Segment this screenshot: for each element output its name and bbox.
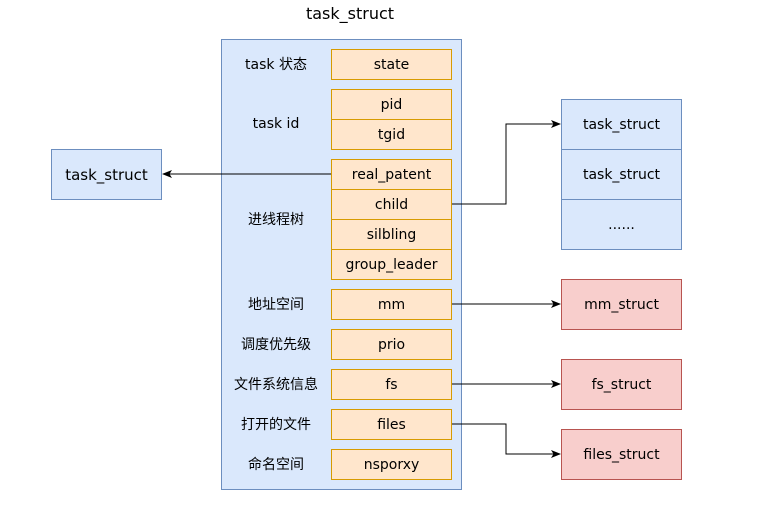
field-child: child <box>331 189 452 220</box>
files-struct-box: files_struct <box>561 429 682 480</box>
label-task-id: task id <box>252 116 300 132</box>
label-fs-info: 文件系统信息 <box>234 377 318 393</box>
child-task-struct-1: task_struct <box>561 99 682 150</box>
field-mm: mm <box>331 289 452 320</box>
field-tgid: tgid <box>331 119 452 150</box>
label-address-space: 地址空间 <box>248 297 304 313</box>
mm-struct-box: mm_struct <box>561 279 682 330</box>
diagram-title: task_struct <box>305 4 395 23</box>
parent-task-struct-box: task_struct <box>51 149 162 200</box>
label-task-state: task 状态 <box>245 57 307 73</box>
label-sched-priority: 调度优先级 <box>241 337 311 353</box>
field-fs: fs <box>331 369 452 400</box>
field-group-leader: group_leader <box>331 249 452 280</box>
field-state: state <box>331 49 452 80</box>
field-pid: pid <box>331 89 452 120</box>
field-prio: prio <box>331 329 452 360</box>
field-files: files <box>331 409 452 440</box>
edge-child-to-children <box>452 120 561 205</box>
fs-struct-box: fs_struct <box>561 359 682 410</box>
field-sibling: silbling <box>331 219 452 250</box>
label-namespace: 命名空间 <box>248 457 304 473</box>
field-real-parent: real_patent <box>331 159 452 190</box>
edge-files-to-files-struct <box>452 423 561 458</box>
child-task-struct-2: task_struct <box>561 149 682 200</box>
label-open-files: 打开的文件 <box>241 417 311 433</box>
field-nsproxy: nsporxy <box>331 449 452 480</box>
child-task-struct-more: ...... <box>561 199 682 250</box>
label-process-tree: 进线程树 <box>248 212 304 228</box>
